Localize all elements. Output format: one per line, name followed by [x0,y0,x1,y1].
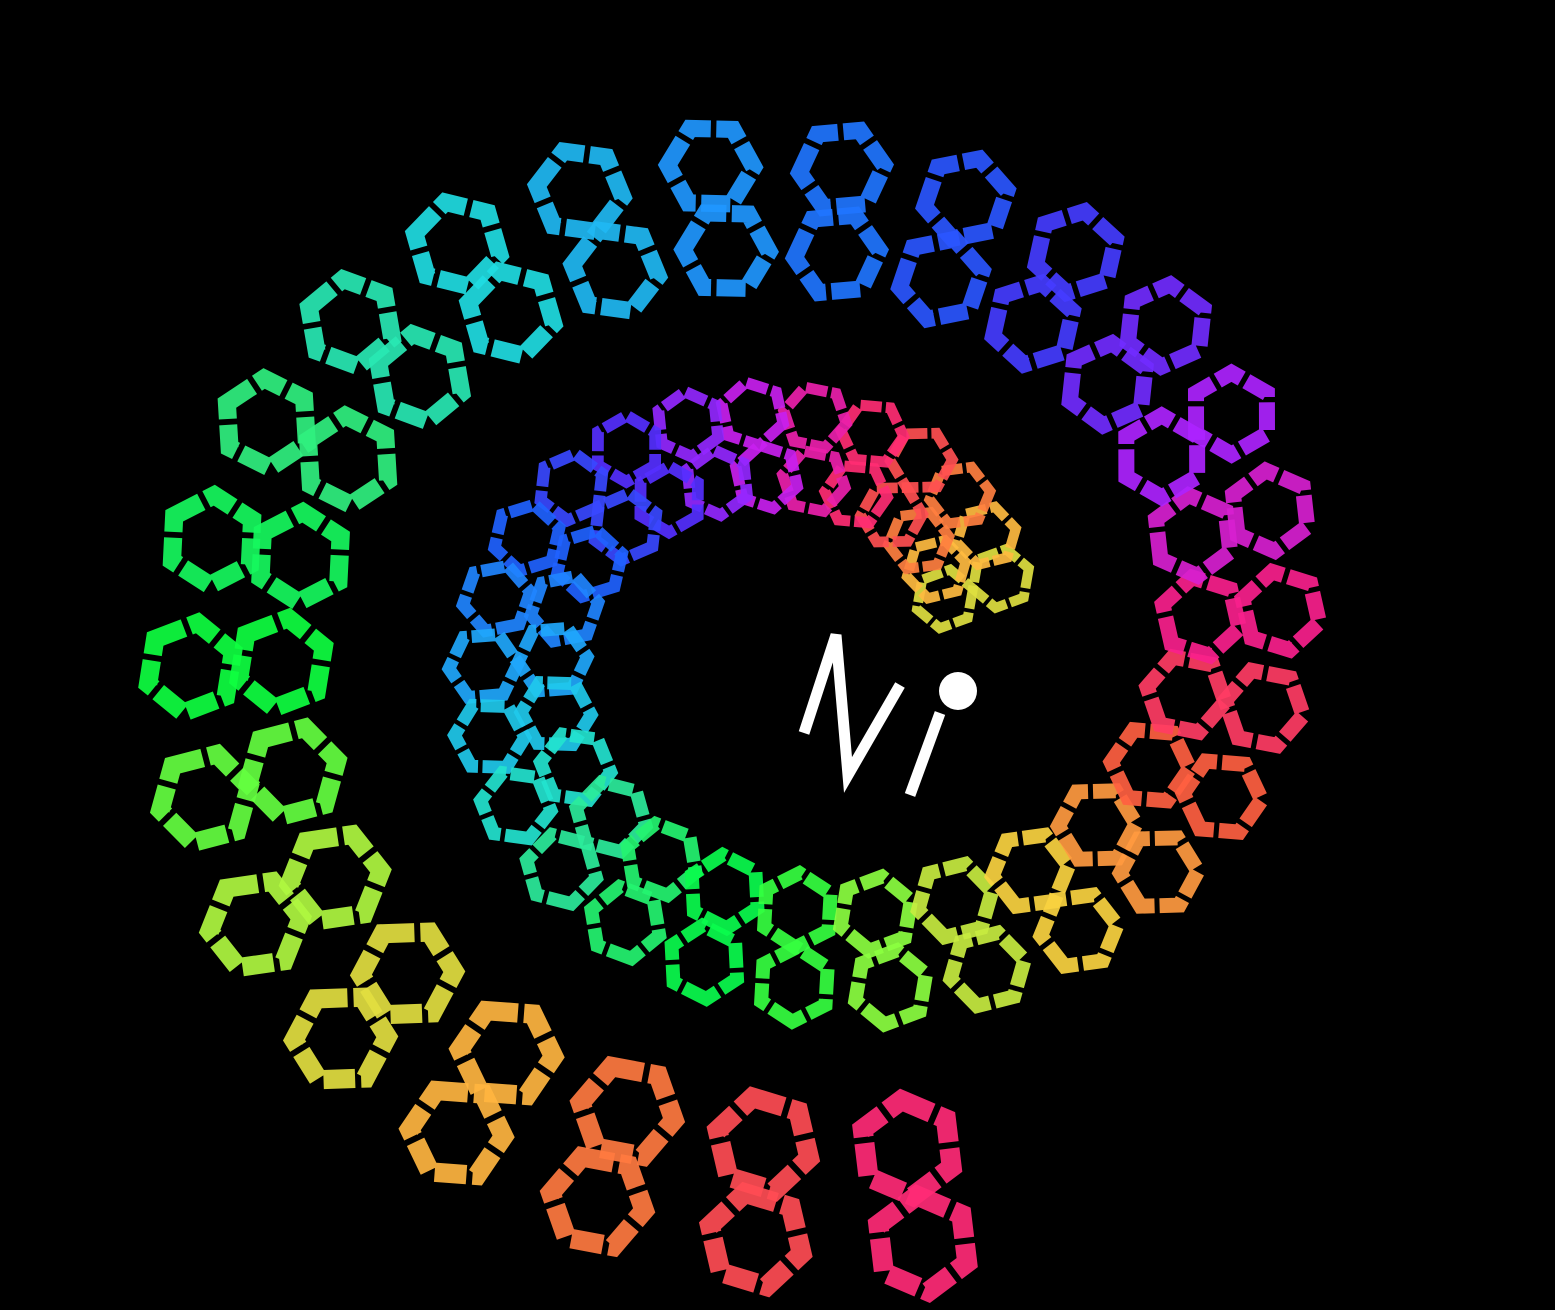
spiral-hex-segment [777,381,853,454]
spiral-hex-segment [398,1080,515,1186]
spiral-hex-segment [1174,753,1271,840]
spiral-hex-segment [652,385,725,464]
spiral-hex-segment [1049,783,1145,867]
spiral-hex-segment [789,121,895,217]
spiral-hex-segment [1154,568,1248,665]
spiral-hex-segment [1026,202,1125,303]
spiral-hex-segment [519,827,604,912]
spiral-hex-segment [550,523,629,604]
spiral-hex-segment [282,987,399,1090]
spiral-hex-segment [818,460,894,529]
spiral-hex-segment [526,141,633,241]
spiral-hex-segment [583,878,667,967]
spiral-hex-segment [523,569,606,648]
spiral-hex-segment [198,871,312,978]
spiral-hex-segment [569,1055,686,1167]
spiral-hex-segment [673,204,779,298]
spiral-hex-segment [349,922,466,1025]
rainbow-hex-spiral [138,119,1328,1304]
spiral-hex-segment [753,939,835,1030]
spiral-hex-segment [299,268,402,377]
spiral-hex-segment [1138,648,1234,741]
spiral-hex-segment [967,543,1035,614]
spiral-hex-segment [532,727,619,808]
spiral-hex-segment [539,1146,656,1258]
spiral-hex-segment [942,924,1033,1014]
spiral-hex-segment [228,607,334,719]
spiral-hex-segment [664,917,745,1007]
spiral-hex-segment [251,501,350,613]
spiral-hex-segment [138,612,243,724]
spiral-hex-segment [1233,562,1328,659]
spiral-hex-segment [217,368,317,478]
spiral-hex-segment [1216,662,1312,754]
spiral-hex-segment [149,743,260,854]
spiral-hex-segment [867,1184,978,1304]
spiral-hex-segment [1111,830,1207,914]
spiral-hex-segment [715,376,790,452]
spiral-hex-segment [911,563,979,634]
spiral-hex-segment [634,459,704,540]
spiral-hex-segment [162,484,262,596]
spiral-hex-segment [441,627,526,704]
spiral-hex-segment [591,408,662,489]
spiral-hex-segment [847,942,934,1033]
spiral-hex-segment [681,443,754,522]
spiral-hex-segment [1224,461,1316,561]
spiral-hex-segment [923,461,997,530]
spiral-hex-segment [562,221,669,320]
spiral-hex-segment [784,206,890,302]
spiral-hex-segment [1102,721,1199,809]
spiral-hex-segment [404,192,510,297]
spiral-hex-segment [473,765,559,846]
spiral-hex-segment [448,1000,565,1106]
spiral-hex-segment [534,447,609,528]
spiral-hex-segment [1119,275,1213,376]
spiral-hex-segment [706,1086,821,1202]
spiral-hex-segment [910,856,1000,946]
mi-logo-icon [790,625,990,805]
spiral-hex-segment [513,676,599,752]
spiral-hex-segment [951,501,1022,571]
spiral-hex-segment [832,868,919,959]
spiral-hex-segment [447,698,533,774]
spiral-hex-segment [776,444,852,518]
spiral-hex-segment [368,323,472,432]
spiral-hex-segment [298,405,398,516]
spiral-hex-segment [698,1181,813,1298]
spiral-hex-segment [1187,363,1276,464]
spiral-hex-segment [984,273,1082,374]
spiral-hex-segment [756,865,838,956]
spiral-hex-segment [458,261,564,366]
spiral-hex-segment [278,824,392,931]
spiral-hex-segment [657,119,764,213]
spiral-hex-segment [890,230,992,329]
spiral-hex-segment [1147,486,1239,585]
spiral-hex-segment [729,438,804,515]
spiral-hex-segment [1032,887,1126,974]
spiral-hex-segment [684,846,765,937]
spiral-hex-segment [1061,333,1154,435]
spiral-hex-segment [915,149,1017,248]
